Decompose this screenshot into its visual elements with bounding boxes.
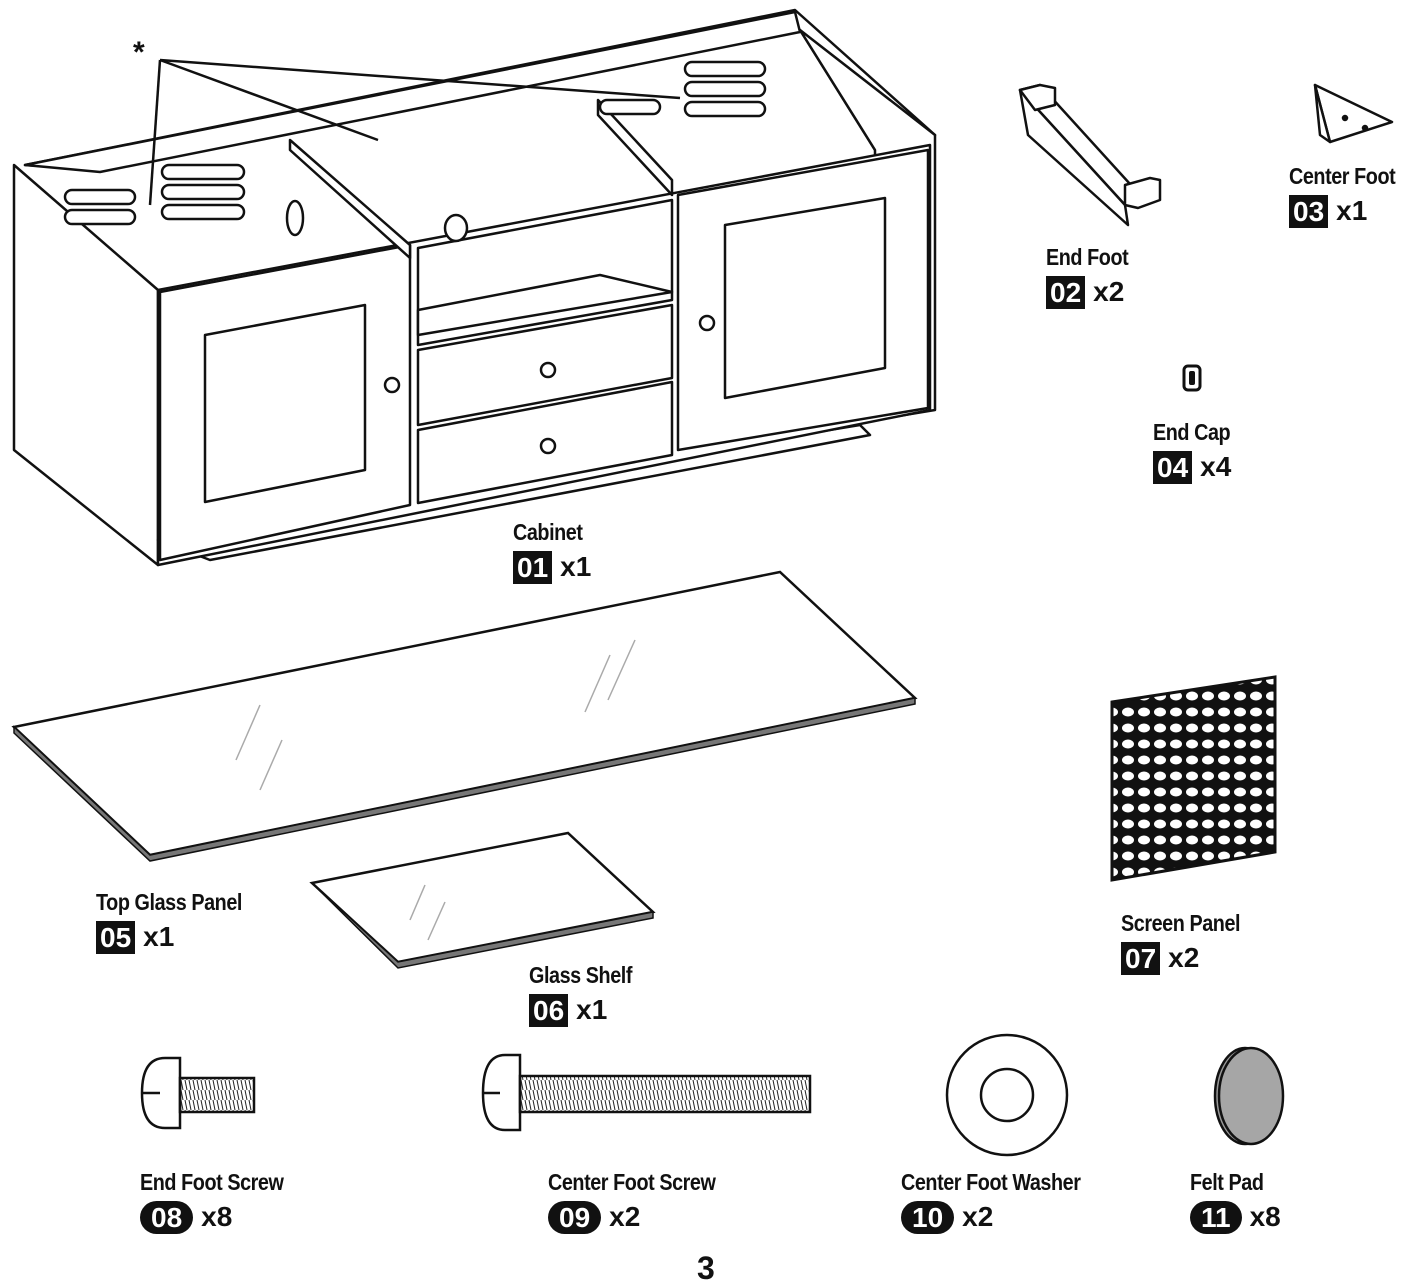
cabinet-drawing <box>12 8 937 567</box>
part-name: Top Glass Panel <box>96 889 242 915</box>
part-name: Center Foot Washer <box>901 1169 1081 1195</box>
part-name: Screen Panel <box>1121 910 1241 936</box>
part-name: Felt Pad <box>1190 1169 1264 1195</box>
part-number-badge: 05 <box>96 920 136 954</box>
part-number-badge: 01 <box>513 550 553 584</box>
part-number-badge: 09 <box>548 1200 602 1234</box>
part-quantity: x1 <box>576 994 608 1025</box>
part-name: Center Foot <box>1289 163 1396 189</box>
part-quantity: x2 <box>1093 276 1125 307</box>
end-cap-drawing <box>1182 364 1202 392</box>
part-quantity: x2 <box>609 1201 641 1232</box>
part-number-badge: 02 <box>1046 275 1086 309</box>
asterisk-marker: * <box>133 36 145 69</box>
part-number-badge: 10 <box>901 1200 955 1234</box>
center-foot-washer-drawing <box>945 1033 1069 1157</box>
part-name: Cabinet <box>513 519 583 545</box>
center-foot-screw-drawing <box>481 1053 812 1132</box>
center-foot-drawing <box>1313 83 1394 144</box>
part-number-badge: 08 <box>140 1200 194 1234</box>
asterisk-leader-lines <box>148 58 681 206</box>
part-name: End Foot Screw <box>140 1169 284 1195</box>
part-name: End Foot <box>1046 244 1129 270</box>
part-quantity: x2 <box>962 1201 994 1232</box>
part-quantity: x8 <box>201 1201 233 1232</box>
part-name: End Cap <box>1153 419 1231 445</box>
part-number-badge: 07 <box>1121 941 1161 975</box>
part-quantity: x4 <box>1200 451 1232 482</box>
part-quantity: x1 <box>1336 195 1368 226</box>
part-quantity: x2 <box>1168 942 1200 973</box>
part-number-badge: 03 <box>1289 194 1329 228</box>
end-foot-screw-drawing <box>140 1056 256 1130</box>
end-foot-drawing <box>1018 83 1162 227</box>
screen-panel-drawing <box>1110 675 1277 882</box>
part-quantity: x8 <box>1249 1201 1281 1232</box>
part-name: Glass Shelf <box>529 962 633 988</box>
part-name: Center Foot Screw <box>548 1169 716 1195</box>
top-glass-panel-drawing <box>11 570 918 862</box>
part-quantity: x1 <box>143 921 175 952</box>
part-number-badge: 06 <box>529 993 569 1027</box>
felt-pad-drawing <box>1213 1046 1285 1146</box>
glass-shelf-drawing <box>309 831 656 969</box>
page-number: 3 <box>697 1250 715 1286</box>
part-number-badge: 11 <box>1190 1200 1242 1234</box>
part-number-badge: 04 <box>1153 450 1193 484</box>
part-quantity: x1 <box>560 551 592 582</box>
